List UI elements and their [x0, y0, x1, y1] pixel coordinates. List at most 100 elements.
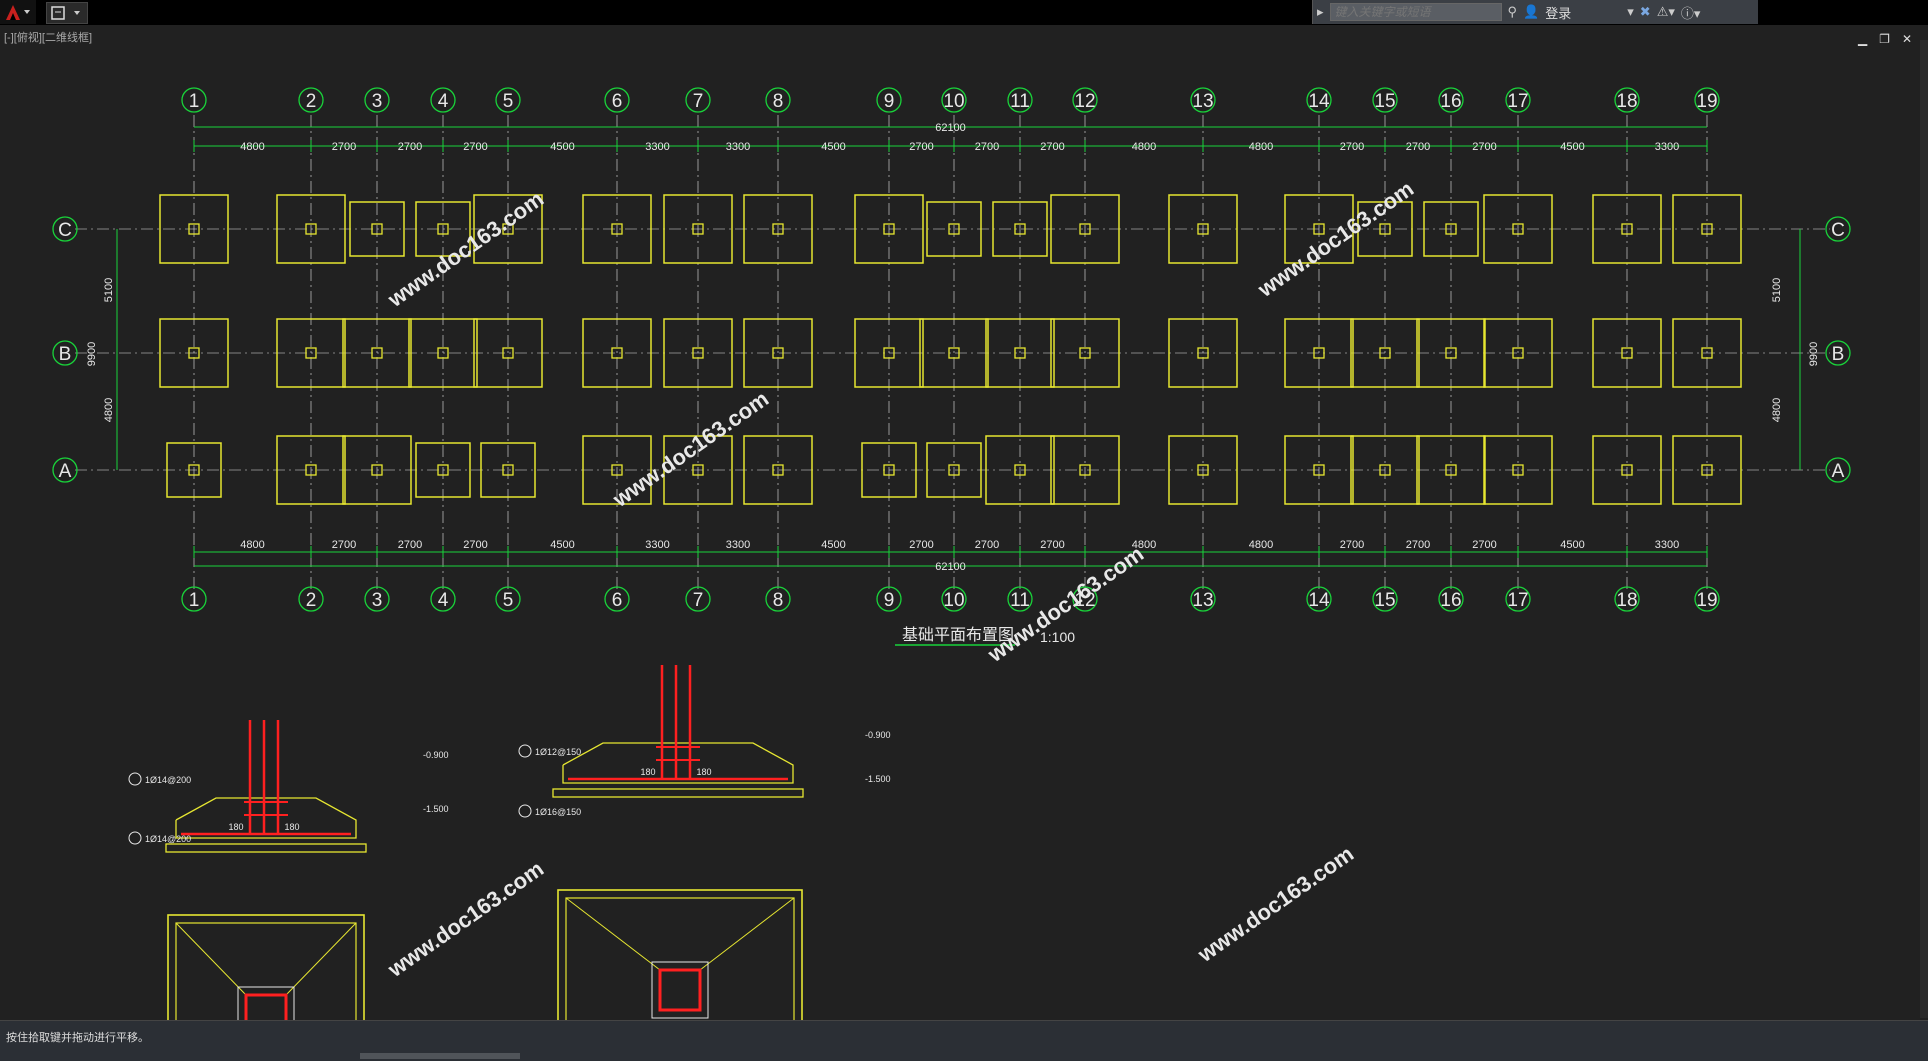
column [1701, 464, 1713, 476]
axis-bubble [1072, 87, 1098, 113]
title-bar: ▸ ⚲ 👤 登录 ▾ ✖ ⚠▾ ⓘ▾ [0, 0, 1928, 25]
search-input[interactable] [1329, 3, 1502, 21]
axis-bubble [298, 87, 324, 113]
span-dimension: 4500 [821, 141, 845, 153]
column [371, 223, 383, 235]
axis-label: 19 [1696, 590, 1717, 611]
close-icon[interactable]: ✕ [1901, 32, 1912, 46]
footing [473, 318, 543, 388]
footing [1168, 318, 1238, 388]
axis-label: 18 [1616, 590, 1637, 611]
footing [1592, 318, 1662, 388]
axis-label: 1 [189, 91, 200, 112]
footing [1284, 194, 1354, 264]
column [883, 223, 895, 235]
footing [276, 435, 346, 505]
row-bubble [1825, 216, 1851, 242]
footing [1592, 194, 1662, 264]
footing [992, 201, 1048, 257]
span-dimension: 2700 [398, 539, 422, 551]
user-icon[interactable]: 👤 [1523, 4, 1540, 19]
footing-plan-inner [565, 897, 795, 1020]
column [502, 464, 514, 476]
footing [926, 442, 982, 498]
expand-arrow-icon[interactable]: ▸ [1317, 4, 1324, 19]
rebar-label: 1Ø16@150 [535, 807, 581, 817]
footing [1350, 435, 1420, 505]
column [772, 347, 784, 359]
quick-access-toolbar[interactable] [46, 2, 88, 24]
span-dimension: 2700 [975, 141, 999, 153]
column [1512, 223, 1524, 235]
column [692, 347, 704, 359]
exchange-icon[interactable]: ✖ [1639, 4, 1651, 19]
vertical-scrollbar[interactable] [1920, 40, 1928, 1018]
column [305, 464, 317, 476]
column [502, 347, 514, 359]
footing [1416, 318, 1486, 388]
binoculars-icon[interactable]: ⚲ [1507, 4, 1518, 19]
footing [349, 201, 405, 257]
column [1379, 347, 1391, 359]
span-dimension: 2700 [909, 539, 933, 551]
column [1701, 223, 1713, 235]
column [1014, 347, 1026, 359]
span-dimension: 2700 [975, 539, 999, 551]
axis-bubble [876, 87, 902, 113]
axis-bubble [430, 87, 456, 113]
drawing-canvas[interactable]: 1122334455667788991010111112121313141415… [0, 30, 1920, 1020]
footing [582, 318, 652, 388]
footing [663, 194, 733, 264]
minimize-icon[interactable]: ▁ [1857, 32, 1868, 46]
command-line[interactable]: 按住拾取键并拖动进行平移。 [0, 1020, 1928, 1061]
axis-bubble [1614, 87, 1640, 113]
axis-label: 4 [438, 590, 449, 611]
column [1014, 464, 1026, 476]
login-label[interactable]: 登录 [1545, 5, 1572, 21]
column [772, 464, 784, 476]
row-label: C [58, 220, 72, 241]
watermark-text: www.doc163.com [382, 856, 548, 982]
column [1621, 223, 1633, 235]
axis-bubble [495, 586, 521, 612]
axis-label: 5 [503, 91, 514, 112]
column [1512, 464, 1524, 476]
login-dropdown-icon[interactable]: ▾ [1627, 4, 1634, 19]
watermark-text: www.doc163.com [1192, 841, 1358, 967]
footing [1050, 318, 1120, 388]
side-dimension: 4800 [103, 398, 115, 422]
axis-bubble [1306, 87, 1332, 113]
side-dimension: 9900 [1808, 342, 1820, 366]
span-dimension: 4800 [1132, 539, 1156, 551]
axis-label: 8 [773, 91, 784, 112]
column [1379, 464, 1391, 476]
axis-label: 8 [773, 590, 784, 611]
column [437, 347, 449, 359]
footing-plan [167, 914, 365, 1020]
column [1621, 464, 1633, 476]
axis-bubble [941, 87, 967, 113]
application-menu-button[interactable] [0, 0, 36, 24]
footing [1483, 318, 1553, 388]
column-outline [237, 986, 295, 1020]
drawing-title: 基础平面布置图 [902, 626, 1014, 644]
column [371, 347, 383, 359]
viewport-controls-label[interactable]: [-][俯视][二维线框] [4, 32, 92, 44]
drawing-scale: 1:100 [1040, 629, 1075, 645]
footing [1284, 435, 1354, 505]
horizontal-scroll-thumb[interactable] [360, 1053, 520, 1059]
footing [159, 318, 229, 388]
restore-icon[interactable]: ❐ [1879, 32, 1890, 46]
column [1445, 347, 1457, 359]
column-plan [658, 968, 702, 1012]
footing [415, 442, 471, 498]
a360-icon[interactable]: ⚠▾ [1656, 4, 1675, 19]
column [1445, 223, 1457, 235]
column [692, 464, 704, 476]
help-icon[interactable]: ⓘ▾ [1680, 5, 1701, 21]
footing [1672, 194, 1742, 264]
column-outline [651, 961, 709, 1019]
span-dimension: 4500 [821, 539, 845, 551]
span-dimension: 4500 [1560, 539, 1584, 551]
footing [342, 318, 412, 388]
